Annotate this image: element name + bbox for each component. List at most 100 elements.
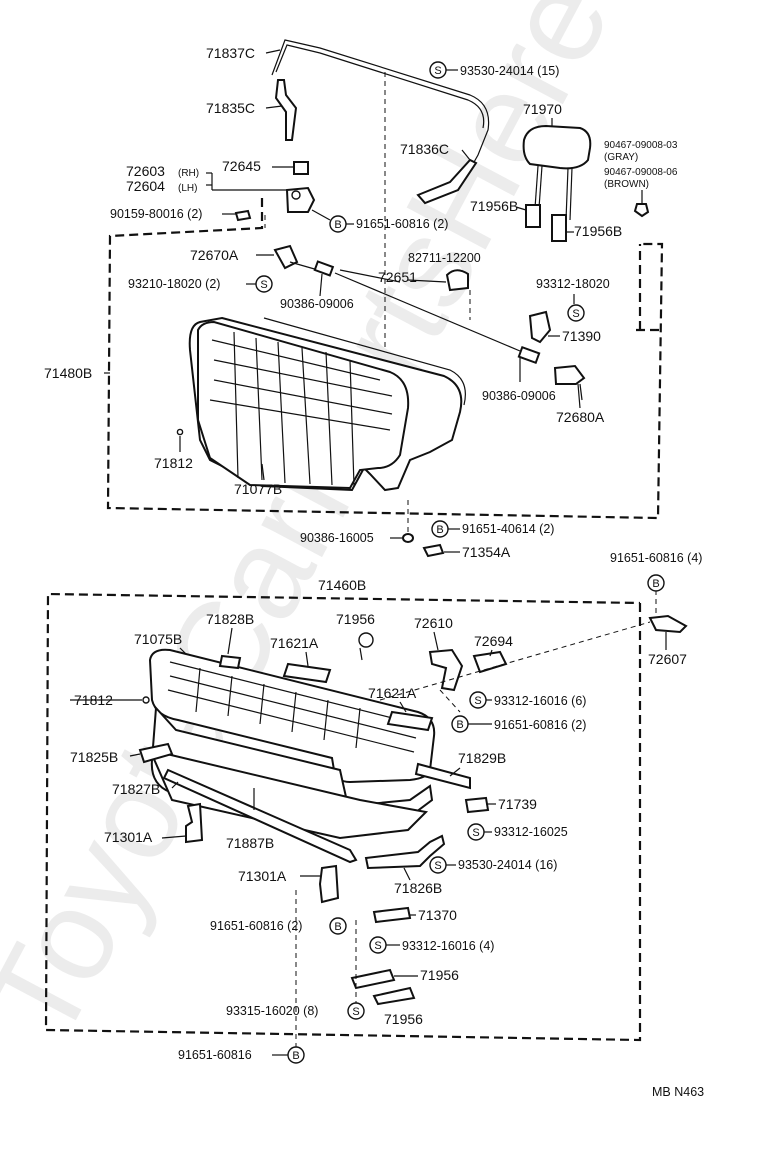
svg-text:B: B [292, 1050, 299, 1062]
label-91651-60816-2-upper: 91651-60816 (2) [356, 217, 448, 231]
screw-symbol-93530-15: S [429, 61, 447, 79]
pad-71828b [218, 654, 242, 670]
screw-symbol-93312-16016-6: S [469, 691, 487, 709]
stopper-71354a [422, 543, 445, 558]
label-brown: (BROWN) [604, 179, 649, 190]
knob-72670a [273, 244, 299, 270]
bolt-symbol-91651-60816-mid: B [451, 715, 469, 733]
svg-text:S: S [374, 940, 381, 952]
label-71956b-right: 71956B [574, 223, 622, 239]
svg-text:B: B [436, 524, 443, 536]
svg-text:S: S [352, 1006, 359, 1018]
rod-72651 [334, 272, 521, 352]
label-71354a: 71354A [462, 544, 511, 560]
screw-symbol-93530-16: S [429, 856, 447, 874]
label-71390: 71390 [562, 328, 601, 344]
svg-text:B: B [456, 719, 463, 731]
screw-symbol-93312-16016-4: S [369, 936, 387, 954]
screw-symbol-93315: S [347, 1002, 365, 1020]
label-72610: 72610 [414, 615, 453, 631]
hinge-71301a-b [318, 864, 340, 904]
label-91651-60816-bottom: 91651-60816 [178, 1048, 252, 1062]
label-71460b: 71460B [318, 577, 366, 593]
bolt-symbol-91651-60816-lower: B [329, 917, 347, 935]
hinge-72680a [553, 364, 586, 385]
hinge-71301a-a [185, 802, 204, 844]
bracket-71390 [528, 310, 552, 344]
pin-71812-a [176, 428, 184, 436]
screw-symbol-93312-18020: S [567, 304, 585, 322]
svg-text:B: B [334, 219, 341, 231]
footer-code: MB N463 [652, 1085, 704, 1099]
label-93530-24014-15: 93530-24014 (15) [460, 64, 559, 78]
label-71827b: 71827B [112, 781, 160, 797]
label-71301a-right: 71301A [238, 868, 287, 884]
label-71836c: 71836C [400, 141, 449, 157]
label-71956b-left: 71956B [470, 198, 518, 214]
spring-71826b [364, 834, 446, 870]
label-90386-09006-b: 90386-09006 [482, 389, 556, 403]
part-labels: 71837C 93530-24014 (15) 71835C 71970 718… [44, 45, 704, 1099]
frame-71887b [148, 748, 429, 840]
label-93312-16016-6: 93312-16016 (6) [494, 694, 586, 708]
latch-72610 [428, 648, 464, 692]
bushing-90386-09006-b [517, 345, 541, 365]
label-71370: 71370 [418, 907, 457, 923]
label-gray: (GRAY) [604, 152, 638, 163]
cap-90386-16005 [402, 533, 414, 543]
label-93312-16016-4: 93312-16016 (4) [402, 939, 494, 953]
retainer-82711 [445, 269, 469, 292]
label-71825b: 71825B [70, 749, 118, 765]
clip-90467 [633, 203, 650, 218]
label-71887b: 71887B [226, 835, 274, 851]
label-93315-16020: 93315-16020 (8) [226, 1004, 318, 1018]
label-90467-09008-06: 90467-09008-06 [604, 167, 678, 178]
label-71956-lower: 71956 [384, 1011, 423, 1027]
label-71826b: 71826B [394, 880, 442, 896]
svg-text:S: S [434, 860, 441, 872]
label-71301a-left: 71301A [104, 829, 153, 845]
svg-text:B: B [652, 578, 659, 590]
label-72604: 72604 [126, 178, 165, 194]
bolt-symbol-91651-60816-bottom: B [287, 1046, 305, 1064]
label-90386-16005: 90386-16005 [300, 531, 374, 545]
svg-text:S: S [572, 308, 579, 320]
label-71970: 71970 [523, 101, 562, 117]
seatback-71077b [188, 316, 466, 492]
assembly-bracket-71480b [106, 198, 664, 520]
label-72607: 72607 [648, 651, 687, 667]
label-72603: 72603 [126, 163, 165, 179]
bolt-symbol-91651-60816-4: B [647, 574, 665, 592]
headrest-support-71956b-left [525, 204, 541, 228]
label-90159-80016: 90159-80016 (2) [110, 207, 202, 221]
label-71956-mid: 71956 [420, 967, 459, 983]
symbol-markers: S B S S B B S B S S B S S B [246, 61, 665, 1064]
pin-71812-b [142, 696, 150, 704]
bracket-71836c [416, 158, 478, 205]
label-90467-09008-03: 90467-09008-03 [604, 140, 678, 151]
label-82711-12200: 82711-12200 [408, 251, 481, 265]
label-71812-lower: 71812 [74, 692, 113, 708]
label-91651-40614: 91651-40614 (2) [462, 522, 554, 536]
label-rh: (RH) [178, 168, 199, 179]
headrest-71970 [522, 124, 592, 170]
seatback-frame-71837c [271, 39, 490, 179]
lock-72603-72604 [285, 186, 316, 213]
bolt-90159-80016 [234, 209, 252, 222]
rail-71829b [414, 762, 471, 790]
clip-71956-a [358, 632, 374, 648]
label-71829b: 71829B [458, 750, 506, 766]
rail-71827b [162, 768, 358, 864]
label-71739: 71739 [498, 796, 537, 812]
label-71480b: 71480B [44, 365, 92, 381]
label-71956-upper: 71956 [336, 611, 375, 627]
bracket-71835c [274, 79, 298, 141]
svg-text:S: S [472, 827, 479, 839]
svg-text:S: S [260, 279, 267, 291]
label-71621a-lower: 71621A [368, 685, 417, 701]
svg-text:S: S [474, 695, 481, 707]
svg-text:B: B [334, 921, 341, 933]
bolt-symbol-91651-40614: B [431, 520, 449, 538]
svg-text:S: S [434, 65, 441, 77]
